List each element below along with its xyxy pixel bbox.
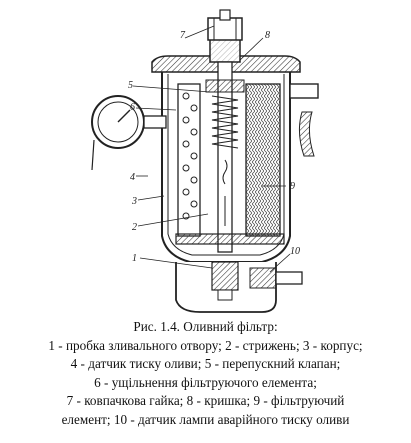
caption-line-2: 1 - пробка зливального отвору; 2 - стриж… <box>48 337 363 353</box>
callout-9: 9 <box>290 181 295 192</box>
callout-3: 3 <box>131 196 137 207</box>
alarm-lamp-sensor <box>249 267 303 289</box>
callout-7: 7 <box>180 30 186 41</box>
callout-4: 4 <box>130 172 135 183</box>
filtering-element <box>245 83 281 237</box>
callout-2: 2 <box>132 222 137 233</box>
cap-nut <box>207 9 243 41</box>
callout-1: 1 <box>132 253 137 264</box>
caption-line-3: 4 - датчик тиску оливи; 5 - перепускний … <box>70 356 341 372</box>
element-seal <box>175 233 285 245</box>
outlet-fitting <box>289 83 319 157</box>
caption-line-1: Рис. 1.4. Оливний фільтр: <box>133 319 278 334</box>
callout-labels: 7 8 5 6 4 3 2 9 1 10 <box>128 30 300 264</box>
callout-8: 8 <box>265 30 270 41</box>
callout-5: 5 <box>128 80 133 91</box>
callout-6: 6 <box>130 102 135 113</box>
caption-line-5: 7 - ковпачкова гайка; 8 - кришка; 9 - фі… <box>66 393 345 409</box>
caption-line-6: елемент; 10 - датчик лампи аварійного ти… <box>61 411 350 427</box>
figure-caption: Рис. 1.4. Оливний фільтр: 1 - пробка зли… <box>0 318 411 430</box>
leader-lines <box>132 25 291 273</box>
oil-filter-drawing: 7 8 5 6 4 3 2 9 1 10 <box>91 9 319 313</box>
filter-core-left <box>177 83 201 237</box>
oil-pressure-sensor <box>91 95 167 171</box>
callout-10: 10 <box>290 246 300 257</box>
central-rod <box>205 61 245 253</box>
caption-line-4: 6 - ущільнення фільтруючого елемента; <box>94 374 317 390</box>
